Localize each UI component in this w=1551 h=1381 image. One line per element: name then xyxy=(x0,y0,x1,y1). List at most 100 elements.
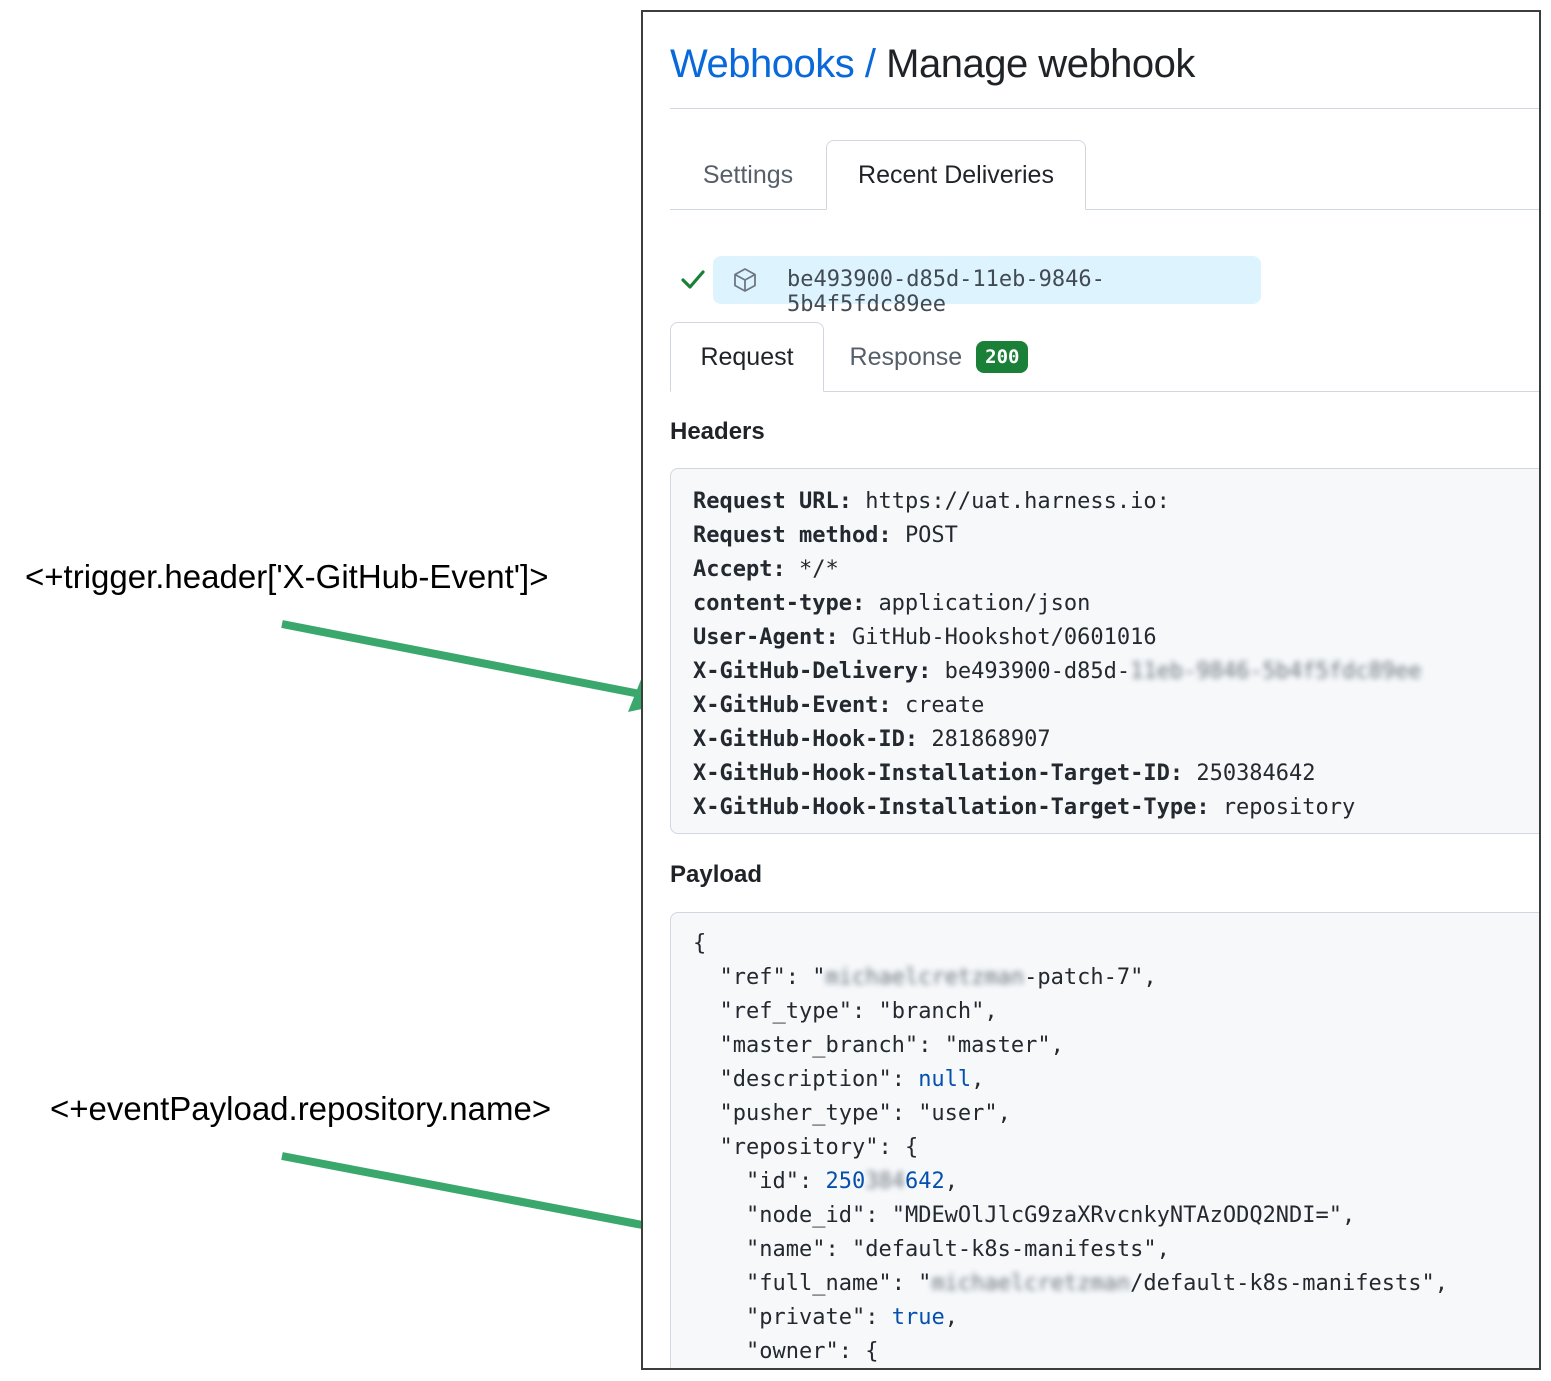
header-value: application/json xyxy=(878,591,1091,616)
payload-line: "master_branch": "master", xyxy=(719,1033,1064,1058)
payload-line: "pusher_type": "user", xyxy=(719,1101,1011,1126)
title-divider xyxy=(670,108,1539,109)
annotation-payload-expression: <+eventPayload.repository.name> xyxy=(50,1090,552,1127)
header-value: https://uat.harness.io: xyxy=(865,489,1170,514)
header-key: X-GitHub-Event: xyxy=(693,693,892,718)
json-key: "node_id" xyxy=(745,1203,866,1228)
json-key: "name" xyxy=(745,1237,826,1262)
header-row: X-GitHub-Hook-ID: 281868907 xyxy=(693,727,1051,752)
header-value: GitHub-Hookshot/0601016 xyxy=(851,625,1157,650)
package-icon xyxy=(734,268,756,292)
payload-line: "description": null, xyxy=(719,1067,985,1092)
header-row: User-Agent: GitHub-Hookshot/0601016 xyxy=(693,625,1157,650)
header-value: POST xyxy=(904,523,958,548)
json-key: "ref_type" xyxy=(719,999,852,1024)
header-value: */* xyxy=(798,557,839,582)
json-value: 642 xyxy=(904,1169,945,1194)
json-value: 250 xyxy=(825,1169,866,1194)
redacted-value: michaelcretzman xyxy=(931,1271,1131,1296)
json-brace: { xyxy=(693,931,707,956)
payload-line: "repository": { xyxy=(719,1135,919,1160)
json-brace: { xyxy=(904,1135,919,1160)
subtabs-baseline xyxy=(670,391,1539,392)
json-key: "description" xyxy=(719,1067,892,1092)
payload-heading: Payload xyxy=(670,861,763,888)
json-key: "pusher_type" xyxy=(719,1101,892,1126)
json-key: "owner" xyxy=(745,1339,839,1364)
header-row: X-GitHub-Hook-Installation-Target-ID: 25… xyxy=(693,761,1316,786)
json-value: -patch-7", xyxy=(1024,965,1157,990)
header-key: X-GitHub-Hook-ID: xyxy=(693,727,919,752)
tabs-baseline xyxy=(670,209,1539,210)
json-key: "private" xyxy=(745,1305,866,1330)
header-value: be493900-d85d- xyxy=(944,659,1131,684)
delivery-guid-pill[interactable]: be493900-d85d-11eb-9846-5b4f5fdc89ee xyxy=(713,256,1261,317)
breadcrumb-current: Manage webhook xyxy=(886,42,1195,86)
payload-line: "owner": { xyxy=(745,1339,879,1364)
arrow-to-event-header xyxy=(281,620,682,712)
header-key: User-Agent: xyxy=(693,625,839,650)
header-key: Request URL: xyxy=(693,489,852,514)
tab-response[interactable]: Response 200 xyxy=(824,322,1054,392)
payload-line: { xyxy=(693,931,706,956)
header-row-event: X-GitHub-Event: create xyxy=(693,693,984,718)
header-value: 281868907 xyxy=(931,727,1051,752)
tab-request[interactable]: Request xyxy=(670,322,824,392)
header-row: X-GitHub-Delivery: be493900-d85d-11eb-98… xyxy=(693,659,1422,684)
redacted-value: 384 xyxy=(865,1169,905,1194)
header-value: 250384642 xyxy=(1196,761,1316,786)
webhook-screenshot-frame: Webhooks / Manage webhook Settings Recen… xyxy=(641,10,1541,1370)
header-row: X-GitHub-Hook-Installation-Target-Type: … xyxy=(693,795,1355,820)
json-value: "MDEwOlJlcG9zaXRvcnkyNTAzODQ2NDI=", xyxy=(891,1203,1356,1228)
payload-line: "full_name": "michaelcretzman/default-k8… xyxy=(745,1271,1449,1296)
redacted-value: 11eb-9846-5b4f5fdc89ee xyxy=(1130,659,1422,684)
payload-codebox: { "ref": "michaelcretzman-patch-7", "ref… xyxy=(670,912,1539,1368)
payload-line: "private": true, xyxy=(745,1305,958,1330)
json-key: "id" xyxy=(745,1169,799,1194)
json-value: "branch", xyxy=(878,999,998,1024)
headers-codebox: Request URL: https://uat.harness.io: Req… xyxy=(670,468,1539,834)
headers-heading: Headers xyxy=(670,418,765,445)
header-row: Request method: POST xyxy=(693,523,958,548)
check-icon xyxy=(681,270,705,289)
tab-recent-deliveries[interactable]: Recent Deliveries xyxy=(826,140,1086,210)
header-key: Accept: xyxy=(693,557,786,582)
redacted-value: michaelcretzman xyxy=(825,965,1025,990)
tab-settings[interactable]: Settings xyxy=(702,160,794,189)
json-key: "repository" xyxy=(719,1135,879,1160)
delivery-guid: be493900-d85d-11eb-9846-5b4f5fdc89ee xyxy=(787,267,1105,317)
json-value: true xyxy=(891,1305,945,1330)
annotation-header-expression: <+trigger.header['X-GitHub-Event']> xyxy=(25,558,549,595)
breadcrumb-webhooks-link[interactable]: Webhooks xyxy=(670,42,855,86)
tab-response-label: Response xyxy=(849,342,963,371)
header-value: create xyxy=(904,693,985,718)
json-value: "user", xyxy=(918,1101,1011,1126)
payload-line: "ref": "michaelcretzman-patch-7", xyxy=(719,965,1157,990)
webhook-tabs: Settings Recent Deliveries xyxy=(670,140,1539,210)
header-row: Request URL: https://uat.harness.io: xyxy=(693,489,1170,514)
payload-line: "id": 250384642, xyxy=(745,1169,958,1194)
json-value: "default-k8s-manifests", xyxy=(851,1237,1170,1262)
json-value: /default-k8s-manifests", xyxy=(1130,1271,1449,1296)
request-response-tabs: Request Response 200 xyxy=(670,322,1539,392)
json-brace: { xyxy=(865,1339,879,1364)
header-key: content-type: xyxy=(693,591,866,616)
json-key: "ref" xyxy=(719,965,786,990)
payload-line: "ref_type": "branch", xyxy=(719,999,998,1024)
delivery-row[interactable]: be493900-d85d-11eb-9846-5b4f5fdc89ee xyxy=(670,256,1539,317)
page-title: Webhooks / Manage webhook xyxy=(670,42,1195,87)
response-status-badge: 200 xyxy=(976,341,1029,373)
header-key: X-GitHub-Hook-Installation-Target-Type: xyxy=(693,795,1210,820)
json-value: "master", xyxy=(944,1033,1064,1058)
payload-line: "node_id": "MDEwOlJlcG9zaXRvcnkyNTAzODQ2… xyxy=(745,1203,1356,1228)
header-row: Accept: */* xyxy=(693,557,839,582)
header-value: repository xyxy=(1222,795,1356,820)
header-key: Request method: xyxy=(693,523,892,548)
header-row: content-type: application/json xyxy=(693,591,1090,616)
header-key: X-GitHub-Hook-Installation-Target-ID: xyxy=(693,761,1184,786)
json-value: null xyxy=(918,1067,972,1092)
json-key: "full_name" xyxy=(745,1271,892,1296)
header-key: X-GitHub-Delivery: xyxy=(693,659,932,684)
payload-line-repository-name: "name": "default-k8s-manifests", xyxy=(745,1237,1170,1262)
breadcrumb-separator: / xyxy=(864,42,876,86)
